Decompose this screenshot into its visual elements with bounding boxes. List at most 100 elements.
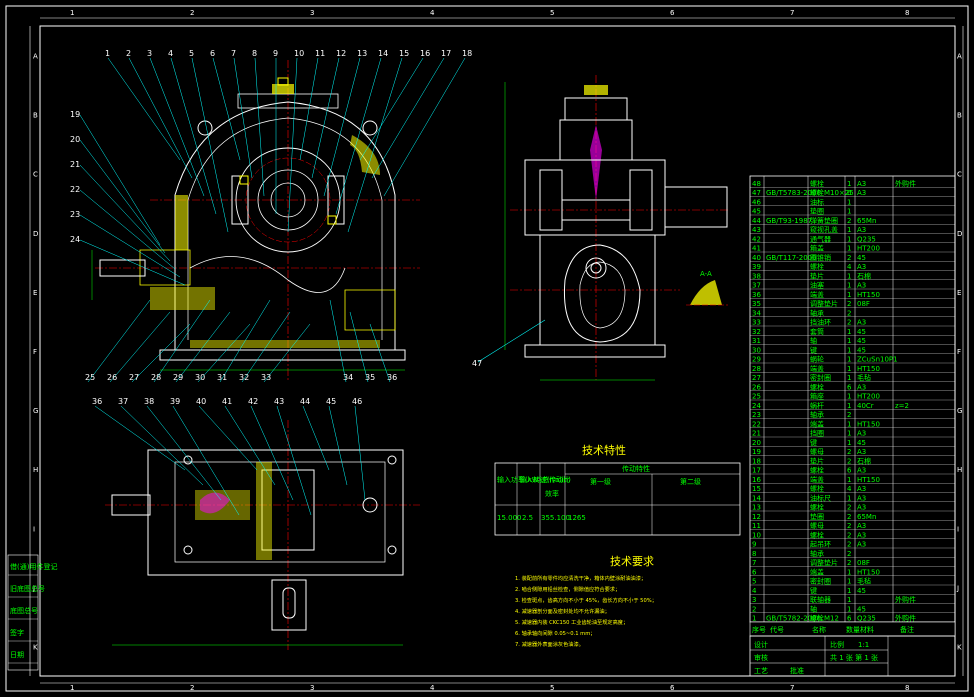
zone-row-left-K: K: [33, 643, 38, 651]
title-block: [749, 635, 956, 677]
parts-cell-4-2: 键: [810, 586, 817, 595]
parts-cell-38-0: 38: [752, 272, 761, 280]
tech-req-title: 技术要求: [610, 555, 654, 568]
balloon-plan-leader-40: [198, 405, 258, 471]
hatch-bearing-left: [139, 249, 191, 286]
parts-cell-48-5: 外购件: [895, 179, 916, 188]
parts-cell-40-1: GB/T117-2000: [766, 254, 817, 262]
tb-designer: 设计: [754, 640, 768, 649]
spec-head-stage1: 第一级: [590, 477, 611, 486]
parts-cell-1-1: GB/T5782-2000: [766, 615, 821, 623]
zone-row-left-D: D: [33, 230, 38, 238]
parts-cell-11-0: 11: [752, 522, 761, 530]
parts-cell-42-2: 通气器: [810, 234, 831, 243]
balloon-top-leader-16: [359, 57, 424, 161]
parts-cell-37-4: A3: [857, 282, 866, 290]
parts-cell-14-2: 油标尺: [810, 493, 831, 502]
parts-cell-11-4: A3: [857, 522, 866, 530]
plan-hatch-bearing: [256, 462, 272, 560]
parts-cell-23-3: 2: [847, 411, 851, 419]
parts-cell-13-4: A3: [857, 504, 866, 512]
parts-cell-40-4: 45: [857, 254, 866, 262]
parts-cell-22-4: HT150: [857, 420, 880, 428]
parts-cell-20-3: 1: [847, 439, 851, 447]
plan-input-shaft: [111, 494, 151, 516]
parts-cell-7-4: 08F: [857, 559, 870, 567]
plan-oil-plug: [362, 497, 378, 513]
parts-cell-15-4: A3: [857, 485, 866, 493]
zone-row-right-A: A: [957, 53, 962, 61]
parts-cell-14-0: 14: [752, 494, 761, 502]
balloon-plan-leader-37: [120, 405, 204, 486]
parts-cell-25-0: 25: [752, 393, 761, 401]
balloon-top-2: 2: [126, 49, 131, 58]
zone-row-right-J: J: [956, 584, 959, 592]
parts-cell-11-2: 螺母: [810, 521, 824, 530]
parts-cell-6-3: 1: [847, 568, 851, 576]
balloon-plan-leader-39: [172, 405, 240, 516]
parts-list-header: 序号代号名称数量材料备注: [749, 621, 956, 637]
balloon-top-leader-4: [170, 57, 217, 215]
parts-cell-32-0: 32: [752, 328, 761, 336]
parts-list: [749, 175, 956, 636]
parts-cell-5-3: 1: [847, 578, 851, 586]
parts-cell-36-0: 36: [752, 291, 761, 299]
left-stamp-4: 日期: [10, 651, 24, 659]
parts-cell-5-2: 密封圈: [810, 577, 831, 586]
parts-cell-9-4: A3: [857, 541, 866, 549]
parts-cell-21-4: A3: [857, 430, 866, 438]
balloon-top-leader-18: [383, 57, 466, 197]
balloon-top-leader-14: [335, 57, 382, 215]
parts-cell-4-3: 1: [847, 587, 851, 595]
balloon-bottom-30: 30: [195, 373, 205, 382]
parts-cell-17-2: 螺栓: [810, 466, 824, 475]
parts-cell-15-2: 螺栓: [810, 484, 824, 493]
balloon-plan-leader-36: [94, 405, 186, 471]
zone-row-left-A: A: [33, 53, 38, 61]
parts-cell-19-2: 螺母: [810, 447, 824, 456]
balloon-bottom-leader-29: [175, 311, 231, 383]
parts-cell-17-3: 6: [847, 467, 852, 475]
spec-head-ratio: 总传动比: [542, 475, 570, 484]
balloon-bottom-32: 32: [239, 373, 249, 382]
tech-req-item-2: 2. 啮合侧隙用铅丝检查，侧隙值应符合要求；: [515, 585, 620, 593]
parts-cell-16-2: 端盖: [810, 475, 824, 484]
parts-cell-16-3: 1: [847, 476, 851, 484]
parts-cell-47-4: A3: [857, 189, 866, 197]
parts-cell-37-0: 37: [752, 282, 761, 290]
balloon-plan-leader-44: [302, 405, 330, 471]
parts-header-4: 材料: [860, 625, 874, 634]
zone-row-right-E: E: [957, 289, 961, 297]
parts-cell-9-2: 起吊环: [810, 541, 831, 549]
bolt-circle: [245, 157, 331, 243]
parts-cell-28-2: 端盖: [810, 364, 824, 373]
tb-scale: 1:1: [858, 641, 869, 649]
parts-cell-43-2: 窥视孔盖: [810, 225, 838, 234]
balloon-top-12: 12: [336, 49, 346, 58]
balloon-left-23: 23: [70, 210, 80, 219]
plan-housing-inner: [174, 461, 386, 563]
parts-cell-26-4: A3: [857, 383, 866, 391]
parts-cell-12-4: 65Mn: [857, 513, 876, 521]
parts-cell-1-4: Q235: [857, 615, 876, 623]
parts-cell-16-4: HT150: [857, 476, 880, 484]
title-block-frame: [749, 635, 956, 677]
balloon-top-8: 8: [252, 49, 257, 58]
balloon-bottom-leader-35: [349, 311, 369, 383]
parts-cell-41-4: HT200: [857, 245, 880, 253]
parts-cell-29-4: ZCuSn10P1: [857, 356, 898, 364]
parts-cell-40-3: 2: [847, 254, 851, 262]
parts-cell-48-0: 48: [752, 180, 761, 188]
zone-row-left-F: F: [33, 348, 37, 356]
parts-cell-41-3: 1: [847, 245, 851, 253]
parts-cell-17-4: A3: [857, 467, 866, 475]
left-stamp-1: 旧底图总号: [10, 584, 45, 593]
balloon-bottom-leader-31: [219, 299, 271, 383]
parts-cell-25-3: 1: [847, 393, 851, 401]
parts-cell-34-0: 34: [752, 309, 761, 317]
plan-worm-wheel: [261, 469, 315, 551]
parts-cell-23-0: 23: [752, 411, 761, 419]
spec-head-stage2: 第二级: [680, 477, 701, 486]
